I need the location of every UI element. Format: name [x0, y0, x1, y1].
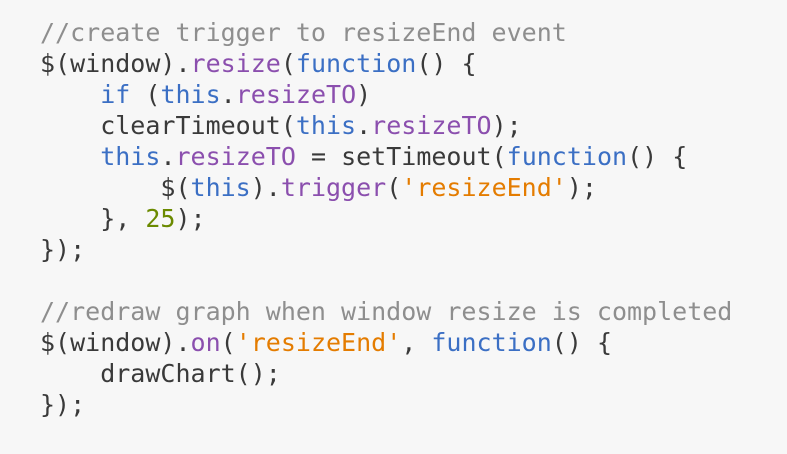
code-line: }); — [40, 234, 732, 265]
code-token-plain: . — [220, 80, 236, 109]
code-token-comment: //redraw graph when window resize is com… — [40, 297, 733, 326]
code-token-plain: clearTimeout( — [40, 111, 296, 140]
code-token-plain: }, — [40, 204, 146, 233]
code-token-comment: //create trigger to resizeEnd event — [40, 18, 567, 47]
code-line — [40, 265, 732, 296]
code-token-plain: $(window). — [40, 328, 191, 357]
code-token-plain: () { — [627, 142, 688, 171]
code-token-plain: $( — [40, 173, 191, 202]
code-token-plain: () { — [551, 328, 613, 357]
code-line: $(window).resize(function() { — [40, 48, 732, 79]
code-token-plain: drawChart(); — [40, 359, 281, 388]
code-token-plain: ( — [220, 328, 236, 357]
code-token-keyword: if — [100, 80, 131, 109]
code-line: $(this).trigger('resizeEnd'); — [40, 172, 732, 203]
code-token-plain: , — [401, 328, 432, 357]
code-token-plain: ); — [175, 204, 206, 233]
code-block: //create trigger to resizeEnd event$(win… — [40, 17, 732, 420]
code-token-method: trigger — [280, 173, 387, 202]
code-line: this.resizeTO = setTimeout(function() { — [40, 141, 732, 172]
code-token-method: resizeTO — [175, 142, 296, 171]
code-token-keyword: function — [431, 328, 552, 357]
code-line: $(window).on('resizeEnd', function() { — [40, 327, 732, 358]
code-token-keyword: function — [295, 49, 417, 78]
code-token-plain: ( — [386, 173, 402, 202]
code-line: //redraw graph when window resize is com… — [40, 296, 732, 327]
code-line: clearTimeout(this.resizeTO); — [40, 110, 732, 141]
code-token-plain: ) — [356, 80, 372, 109]
code-token-method: resizeTO — [235, 80, 357, 109]
code-token-plain: }); — [40, 390, 86, 419]
code-token-plain: ); — [491, 111, 522, 140]
code-token-plain: () { — [416, 49, 477, 78]
code-token-keyword: this — [295, 111, 357, 140]
code-token-keyword: this — [160, 80, 221, 109]
code-token-plain — [40, 80, 100, 109]
code-token-method: resizeTO — [371, 111, 492, 140]
code-token-keyword: this — [190, 173, 251, 202]
code-token-plain: $(window). — [40, 49, 191, 78]
code-token-plain: ( — [280, 49, 296, 78]
code-token-string: 'resizeEnd' — [235, 328, 402, 357]
code-line: }, 25); — [40, 203, 732, 234]
code-token-plain: . — [356, 111, 372, 140]
code-token-keyword: this — [100, 142, 161, 171]
code-token-plain: ). — [250, 173, 281, 202]
code-token-plain: }); — [40, 235, 86, 264]
code-token-plain: ); — [566, 173, 597, 202]
code-token-string: 'resizeEnd' — [401, 173, 567, 202]
code-token-keyword: function — [506, 142, 628, 171]
code-line: if (this.resizeTO) — [40, 79, 732, 110]
code-line: drawChart(); — [40, 358, 732, 389]
code-token-method: resize — [190, 49, 281, 78]
code-line: //create trigger to resizeEnd event — [40, 17, 732, 48]
code-token-plain: ( — [130, 80, 161, 109]
code-token-plain: = setTimeout( — [295, 142, 507, 171]
code-token-plain: . — [160, 142, 176, 171]
code-token-method: on — [190, 328, 221, 357]
code-line: }); — [40, 389, 732, 420]
code-token-plain — [40, 142, 100, 171]
code-token-number: 25 — [145, 204, 176, 233]
